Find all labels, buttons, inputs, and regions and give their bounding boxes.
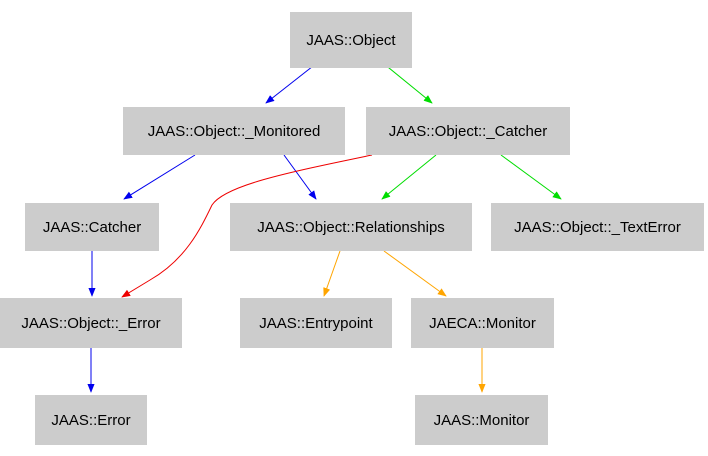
node-label: JAAS::Object::_Monitored <box>148 123 321 140</box>
node-texterror[interactable]: JAAS::Object::_TextError <box>491 203 704 251</box>
node-label: JAAS::Object::_Error <box>21 315 160 332</box>
node-label: JAAS::Monitor <box>434 412 530 429</box>
node-box <box>0 298 182 348</box>
node-box <box>230 203 472 251</box>
node-box <box>290 12 412 68</box>
edges-layer <box>87 58 562 393</box>
node-box <box>415 395 548 445</box>
node-error[interactable]: JAAS::Error <box>35 395 147 445</box>
node-label: JAAS::Object::Relationships <box>257 219 445 236</box>
edge-catcher_obj-to-error_obj <box>121 154 373 298</box>
edge-monitored-to-relationships <box>283 154 317 200</box>
node-error-obj[interactable]: JAAS::Object::_Error <box>0 298 182 348</box>
node-entrypoint[interactable]: JAAS::Entrypoint <box>240 298 392 348</box>
edge-arrow <box>323 250 341 297</box>
edge-arrow <box>500 154 562 200</box>
node-box <box>366 107 570 155</box>
edge-catcher_obj-to-texterror <box>500 154 562 200</box>
node-label: JAAS::Entrypoint <box>259 315 373 332</box>
node-box <box>25 203 159 251</box>
edge-arrow <box>283 154 317 200</box>
edge-relationships-to-jaeca_monitor <box>383 250 447 297</box>
node-label: JAAS::Object <box>306 32 396 49</box>
node-box <box>35 395 147 445</box>
edge-arrow <box>383 250 447 297</box>
edge-arrow <box>121 154 373 298</box>
node-label: JAECA::Monitor <box>429 315 536 332</box>
node-box <box>123 107 345 155</box>
node-box <box>240 298 392 348</box>
node-label: JAAS::Object::_Catcher <box>389 123 547 140</box>
node-label: JAAS::Object::_TextError <box>514 219 681 236</box>
node-object[interactable]: JAAS::Object <box>290 12 412 68</box>
node-monitor[interactable]: JAAS::Monitor <box>415 395 548 445</box>
edge-arrow <box>381 154 437 200</box>
node-box <box>411 298 554 348</box>
node-jaeca-monitor[interactable]: JAECA::Monitor <box>411 298 554 348</box>
edge-arrow <box>123 154 196 200</box>
node-catcher-obj[interactable]: JAAS::Object::_Catcher <box>366 107 570 155</box>
node-label: JAAS::Error <box>51 412 130 429</box>
edge-relationships-to-entrypoint <box>323 250 341 297</box>
node-monitored[interactable]: JAAS::Object::_Monitored <box>123 107 345 155</box>
node-relationships[interactable]: JAAS::Object::Relationships <box>230 203 472 251</box>
edge-monitored-to-catcher <box>123 154 196 200</box>
edge-catcher_obj-to-relationships <box>381 154 437 200</box>
node-catcher[interactable]: JAAS::Catcher <box>25 203 159 251</box>
node-box <box>491 203 704 251</box>
node-label: JAAS::Catcher <box>43 219 141 236</box>
